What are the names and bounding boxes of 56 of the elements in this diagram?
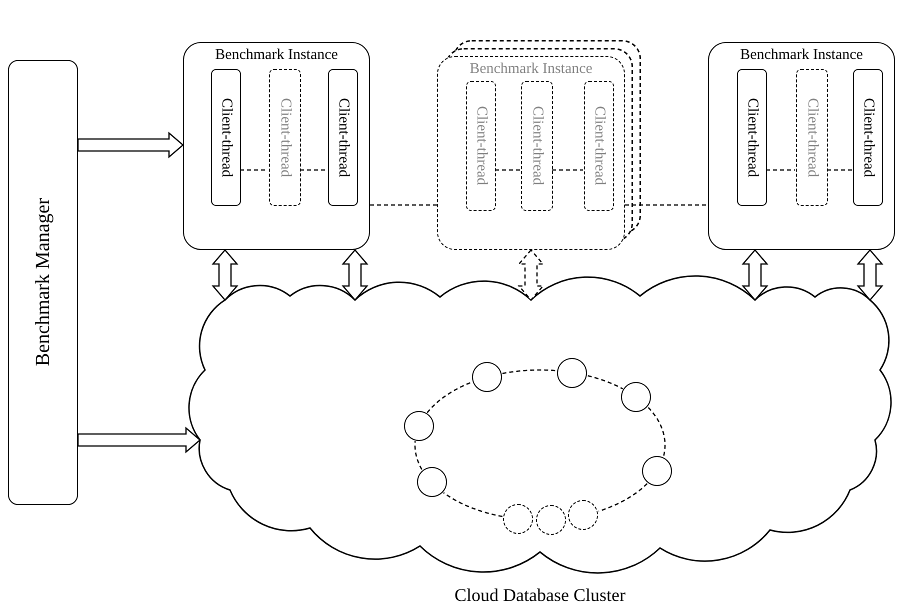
thread-label: Client-thread bbox=[804, 98, 820, 178]
thread-label: Client-thread bbox=[744, 98, 760, 178]
thread-box bbox=[737, 69, 767, 206]
cluster-node bbox=[557, 358, 587, 388]
thread-box bbox=[269, 69, 301, 206]
instance-box bbox=[183, 42, 370, 250]
ring-link bbox=[414, 441, 422, 470]
cluster-node bbox=[417, 467, 447, 497]
cloud-caption: Cloud Database Cluster bbox=[454, 586, 626, 606]
block-arrow bbox=[77, 132, 184, 158]
thread-box bbox=[521, 81, 553, 211]
block-arrow bbox=[742, 249, 768, 301]
connector-line bbox=[625, 204, 708, 206]
thread-box bbox=[584, 81, 614, 211]
cluster-node bbox=[536, 505, 566, 535]
block-arrow bbox=[342, 249, 368, 301]
cluster-node bbox=[642, 456, 672, 486]
thread-box bbox=[796, 69, 828, 206]
thread-box bbox=[211, 69, 241, 206]
instance-title: Benchmark Instance bbox=[470, 61, 592, 78]
cluster-node bbox=[621, 382, 651, 412]
connector-line bbox=[827, 169, 852, 171]
ring-link bbox=[426, 382, 472, 414]
thread-label: Client-thread bbox=[218, 98, 234, 178]
ring-link bbox=[598, 483, 648, 512]
thread-label: Client-thread bbox=[336, 98, 350, 178]
ring-link bbox=[443, 492, 503, 518]
ring-link bbox=[648, 407, 666, 457]
thread-box bbox=[853, 69, 883, 206]
cluster-node bbox=[472, 362, 502, 392]
thread-label: Client-thread bbox=[592, 106, 606, 186]
thread-label: Client-thread bbox=[860, 98, 876, 178]
thread-label: Client-thread bbox=[474, 106, 488, 186]
instance-title: Benchmark Instance bbox=[740, 47, 863, 64]
thread-label: Client-thread bbox=[278, 98, 292, 178]
cluster-node bbox=[404, 411, 434, 441]
connector-line bbox=[240, 169, 268, 171]
thread-box bbox=[328, 69, 358, 206]
manager-label: Benchmark Manager bbox=[33, 198, 53, 367]
ring-link bbox=[588, 375, 624, 390]
thread-box bbox=[466, 81, 496, 211]
connector-line bbox=[370, 204, 437, 206]
block-arrow bbox=[212, 249, 238, 301]
instance-box bbox=[708, 42, 895, 250]
connector-line bbox=[552, 169, 583, 171]
block-arrow bbox=[77, 426, 201, 454]
thread-label: Client-thread bbox=[530, 106, 544, 186]
ring-link bbox=[502, 369, 556, 374]
instance-box bbox=[437, 56, 625, 250]
manager-box bbox=[8, 60, 78, 505]
block-arrow bbox=[856, 249, 884, 301]
block-arrow bbox=[518, 249, 544, 301]
connector-line bbox=[300, 169, 327, 171]
instance-title: Benchmark Instance bbox=[215, 47, 338, 64]
connector-line bbox=[495, 169, 520, 171]
connector-line bbox=[766, 169, 795, 171]
